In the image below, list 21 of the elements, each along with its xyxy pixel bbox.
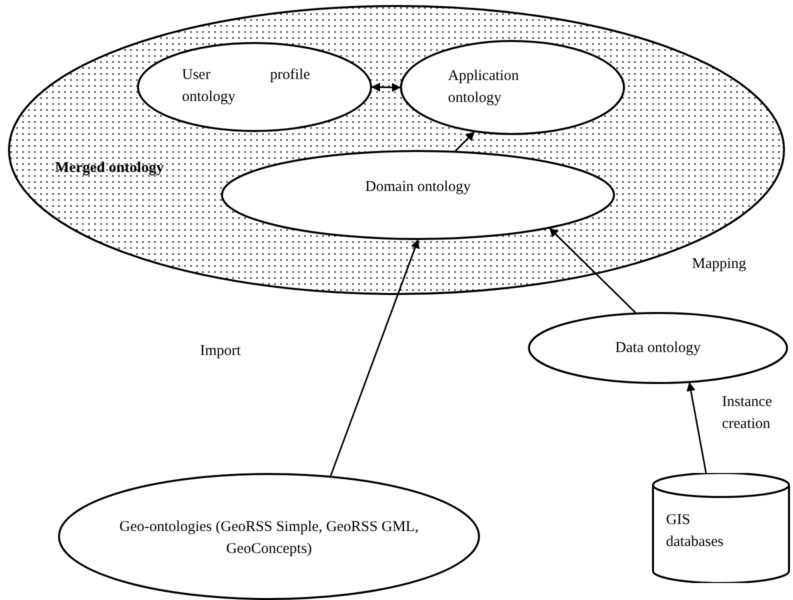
annotation-text: Import: [200, 342, 241, 361]
node-label: Domain ontology: [364, 178, 472, 197]
edge-label: Mapping: [692, 255, 746, 274]
ontology-ellipse: [221, 150, 615, 240]
node-label: Application ontology: [448, 67, 520, 108]
node-label: Merged ontology: [55, 159, 164, 178]
node-label: Data ontology: [614, 339, 702, 358]
node-label: GIS databases: [666, 511, 724, 552]
arrow: [686, 382, 707, 474]
node-label: Geo-ontologies (GeoRSS Simple, GeoRSS GML, GeoConcepts): [118, 518, 420, 559]
group-ellipse: [8, 5, 785, 295]
edge-label: Instance creation: [722, 393, 773, 434]
arrow: [330, 239, 420, 476]
ontology-ellipse: [58, 473, 480, 600]
ontology-ellipse: [400, 40, 625, 135]
ontology-ellipse: [528, 312, 788, 384]
node-label: User profile ontology: [182, 66, 310, 107]
ontology-ellipse: [137, 42, 372, 132]
arrow: [371, 82, 401, 92]
arrow: [549, 228, 636, 314]
database-cylinder: [652, 473, 790, 583]
